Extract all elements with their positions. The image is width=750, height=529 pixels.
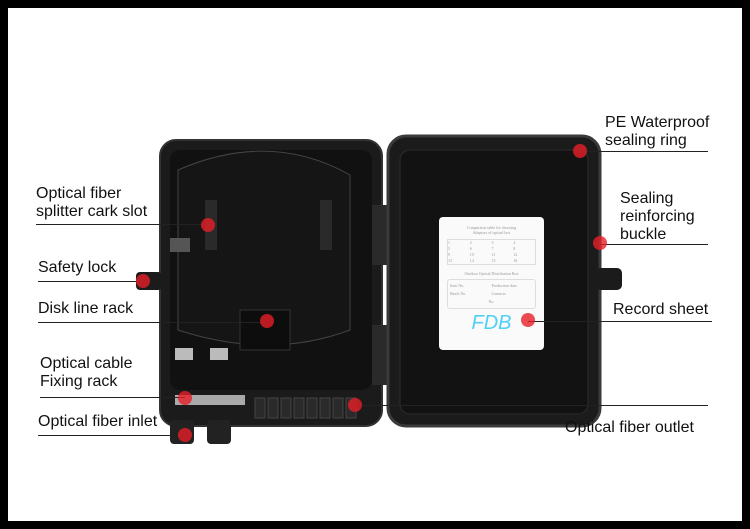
grid-cell: 2: [469, 240, 472, 245]
record-title-1: Comparison table for choosing: [466, 225, 517, 230]
record-subtitle: Outdoor Optical Distribution Box: [464, 271, 519, 276]
label-cable-fixing-1: Optical cable: [40, 355, 133, 372]
grid-cell: 3: [491, 240, 494, 245]
grid-cell: 11: [491, 252, 496, 257]
field: Production date: [491, 283, 517, 288]
label-splitter-slot-2: splitter cark slot: [36, 203, 148, 220]
marker-dot: [521, 313, 535, 327]
label-fiber-outlet: Optical fiber outlet: [565, 419, 694, 436]
marker-dot: [573, 144, 587, 158]
grid-cell: 5: [448, 246, 450, 251]
leader-line: [528, 321, 712, 322]
grid-cell: 9: [448, 252, 450, 257]
label-buckle-2: reinforcing: [620, 208, 695, 225]
field: Item No.: [450, 283, 465, 288]
leader-line: [38, 281, 143, 282]
grid-cell: 6: [469, 246, 472, 251]
grid-cell: 8: [513, 246, 516, 251]
grid-cell: 12: [513, 252, 518, 257]
label-buckle-1: Sealing: [620, 190, 674, 207]
marker-dot: [260, 314, 274, 328]
record-sheet: Comparison table for choosing Adaptors o…: [439, 217, 544, 350]
record-fields: Item No. Production date Batch No. Contact…: [447, 279, 536, 309]
leader-line: [36, 224, 208, 225]
leader-line: [355, 405, 708, 406]
label-record-sheet: Record sheet: [613, 301, 709, 318]
label-pe-ring-1: PE Waterproof: [605, 114, 710, 131]
leader-line: [600, 244, 708, 245]
label-cable-fixing-2: Fixing rack: [40, 373, 118, 390]
grid-cell: 10: [469, 252, 474, 257]
label-fiber-inlet: Optical fiber inlet: [38, 413, 158, 430]
label-pe-ring-2: sealing ring: [605, 132, 687, 149]
leader-line: [38, 435, 185, 436]
marker-dot: [178, 428, 192, 442]
grid-cell: 7: [491, 246, 494, 251]
field: Contacts: [491, 291, 506, 296]
grid-cell: 4: [513, 240, 516, 245]
label-buckle-3: buckle: [620, 226, 667, 243]
leader-line: [580, 151, 708, 152]
brand-logo: FDB: [471, 312, 512, 334]
grid-cell: 14: [469, 258, 474, 263]
field: No.: [488, 299, 495, 304]
hinge-top: [372, 205, 388, 265]
grid-cell: 16: [513, 258, 518, 263]
leader-line: [40, 397, 185, 398]
label-disk-line-rack: Disk line rack: [38, 300, 134, 317]
cable-fixing-rack: [175, 395, 245, 405]
buckle-tab: [596, 268, 622, 290]
marker-dot: [593, 236, 607, 250]
marker-dot: [136, 274, 150, 288]
marker-dot: [348, 398, 362, 412]
field: Batch No.: [450, 291, 467, 296]
marker-dot: [178, 391, 192, 405]
grid-cell: 15: [491, 258, 496, 263]
label-safety-lock: Safety lock: [38, 259, 117, 276]
record-title-2: Adaptors of optical box: [472, 230, 511, 235]
splice-tray: [177, 150, 351, 346]
grid-cell: 13: [448, 258, 452, 263]
marker-dot: [201, 218, 215, 232]
grid-cell: 1: [448, 240, 450, 245]
leader-line: [38, 322, 267, 323]
label-splitter-slot-1: Optical fiber: [36, 185, 122, 202]
outlet-ports: [254, 397, 357, 419]
hinge-bottom: [372, 325, 388, 385]
